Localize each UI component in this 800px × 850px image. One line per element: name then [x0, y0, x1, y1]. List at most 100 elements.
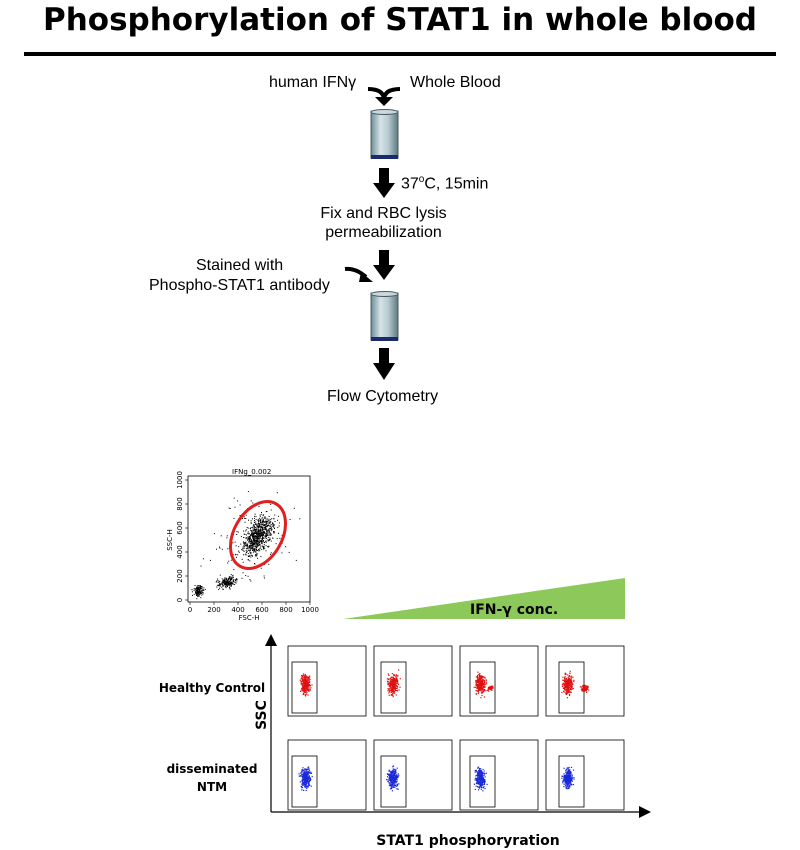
gate-event-dot: [255, 545, 257, 547]
gate-event-dot: [224, 584, 226, 586]
facs-event-dot: [566, 683, 568, 685]
gate-event-dot: [264, 525, 266, 527]
gate-event-dot: [261, 518, 263, 520]
facs-event-dot: [480, 677, 482, 680]
facs-event-dot: [392, 689, 394, 691]
gate-event-dot: [195, 588, 197, 589]
gate-event-dot: [255, 531, 257, 533]
facs-event-dot: [564, 781, 566, 783]
facs-event-dot: [567, 776, 570, 778]
facs-event-dot: [579, 686, 581, 688]
facs-panel-frame: [373, 645, 453, 717]
gate-event-dot: [254, 540, 256, 542]
gate-event-dot: [258, 530, 259, 532]
gate-event-dot: [252, 533, 254, 535]
facs-event-dot: [484, 686, 486, 688]
gate-event-dot: [264, 528, 266, 530]
gate-event-dot: [262, 515, 264, 517]
facs-event-dot: [588, 689, 590, 691]
facs-event-dot: [310, 771, 312, 773]
facs-event-dot: [478, 682, 480, 684]
gate-event-dot: [242, 572, 244, 574]
gate-event-dot: [228, 580, 230, 582]
facs-event-dot: [389, 779, 391, 781]
gate-event-dot: [259, 536, 261, 538]
facs-event-dot: [304, 773, 306, 775]
gate-event-dot: [254, 538, 256, 540]
gate-event-dot: [254, 551, 256, 553]
facs-event-dot: [303, 771, 305, 773]
facs-panel-frame: [287, 645, 367, 717]
facs-event-dot: [397, 776, 399, 778]
facs-event-dot: [395, 785, 398, 787]
gate-event-dot: [225, 582, 226, 584]
facs-event-dot: [480, 781, 482, 783]
gate-event-dot: [260, 526, 262, 528]
gate-event-dot: [246, 547, 248, 549]
facs-event-dot: [393, 680, 395, 682]
input-blood-label: Whole Blood: [410, 74, 501, 91]
gate-event-dot: [251, 533, 253, 535]
gate-event-dot: [204, 589, 206, 590]
gate-event-dot: [285, 546, 287, 548]
facs-event-dot: [482, 691, 484, 693]
facs-event-dot: [564, 676, 566, 678]
facs-event-dot: [481, 775, 483, 777]
gate-event-dot: [196, 589, 198, 591]
facs-event-dot: [488, 687, 490, 690]
facs-event-dot: [475, 785, 477, 787]
facs-event-dot: [392, 684, 394, 686]
facs-event-dot: [394, 680, 396, 682]
gate-event-dot: [263, 524, 265, 526]
facs-event-dot: [398, 669, 400, 671]
gate-event-dot: [230, 580, 232, 582]
facs-event-dot: [483, 686, 485, 688]
gate-event-dot: [262, 525, 264, 527]
gate-event-dot: [256, 545, 258, 547]
gate-event-dot: [245, 552, 247, 554]
facs-event-dot: [489, 687, 491, 689]
facs-event-dot: [387, 688, 389, 690]
gate-event-dot: [263, 575, 265, 577]
facs-event-dot: [483, 770, 485, 772]
gate-event-dot: [258, 537, 260, 539]
facs-event-dot: [299, 781, 301, 783]
gate-event-dot: [229, 582, 231, 584]
facs-panel-frame: [545, 645, 625, 717]
gate-event-dot: [232, 542, 234, 544]
facs-event-dot: [391, 771, 393, 773]
gate-event-dot: [260, 526, 262, 528]
gate-y-tick-label: 0: [176, 598, 184, 602]
gate-event-dot: [216, 586, 218, 588]
facs-event-dot: [304, 785, 306, 787]
facs-event-dot: [305, 789, 307, 791]
gate-event-dot: [261, 533, 263, 535]
facs-event-dot: [566, 693, 568, 695]
facs-event-dot: [397, 682, 399, 684]
gate-event-dot: [199, 593, 201, 595]
facs-event-dot: [308, 690, 311, 692]
facs-event-dot: [563, 786, 565, 788]
facs-event-dot: [302, 685, 304, 687]
facs-event-dot: [306, 677, 308, 679]
gate-event-dot: [250, 520, 252, 522]
facs-event-dot: [479, 688, 481, 690]
facs-event-dot: [304, 778, 306, 780]
facs-event-dot: [567, 767, 569, 769]
facs-event-dot: [565, 778, 567, 780]
gate-event-dot: [255, 551, 257, 553]
facs-event-dot: [482, 676, 484, 678]
gate-event-dot: [254, 541, 256, 543]
facs-event-dot: [586, 685, 588, 687]
gate-event-dot: [196, 590, 198, 592]
facs-event-dot: [307, 684, 309, 686]
facs-event-dot: [304, 683, 306, 685]
facs-event-dot: [308, 780, 310, 782]
facs-event-dot: [306, 684, 308, 686]
gate-event-dot: [218, 584, 220, 586]
gate-event-dot: [201, 591, 203, 593]
facs-event-dot: [562, 676, 564, 678]
facs-gate: [558, 755, 585, 808]
gate-event-dot: [255, 516, 257, 518]
facs-event-dot: [299, 679, 301, 681]
